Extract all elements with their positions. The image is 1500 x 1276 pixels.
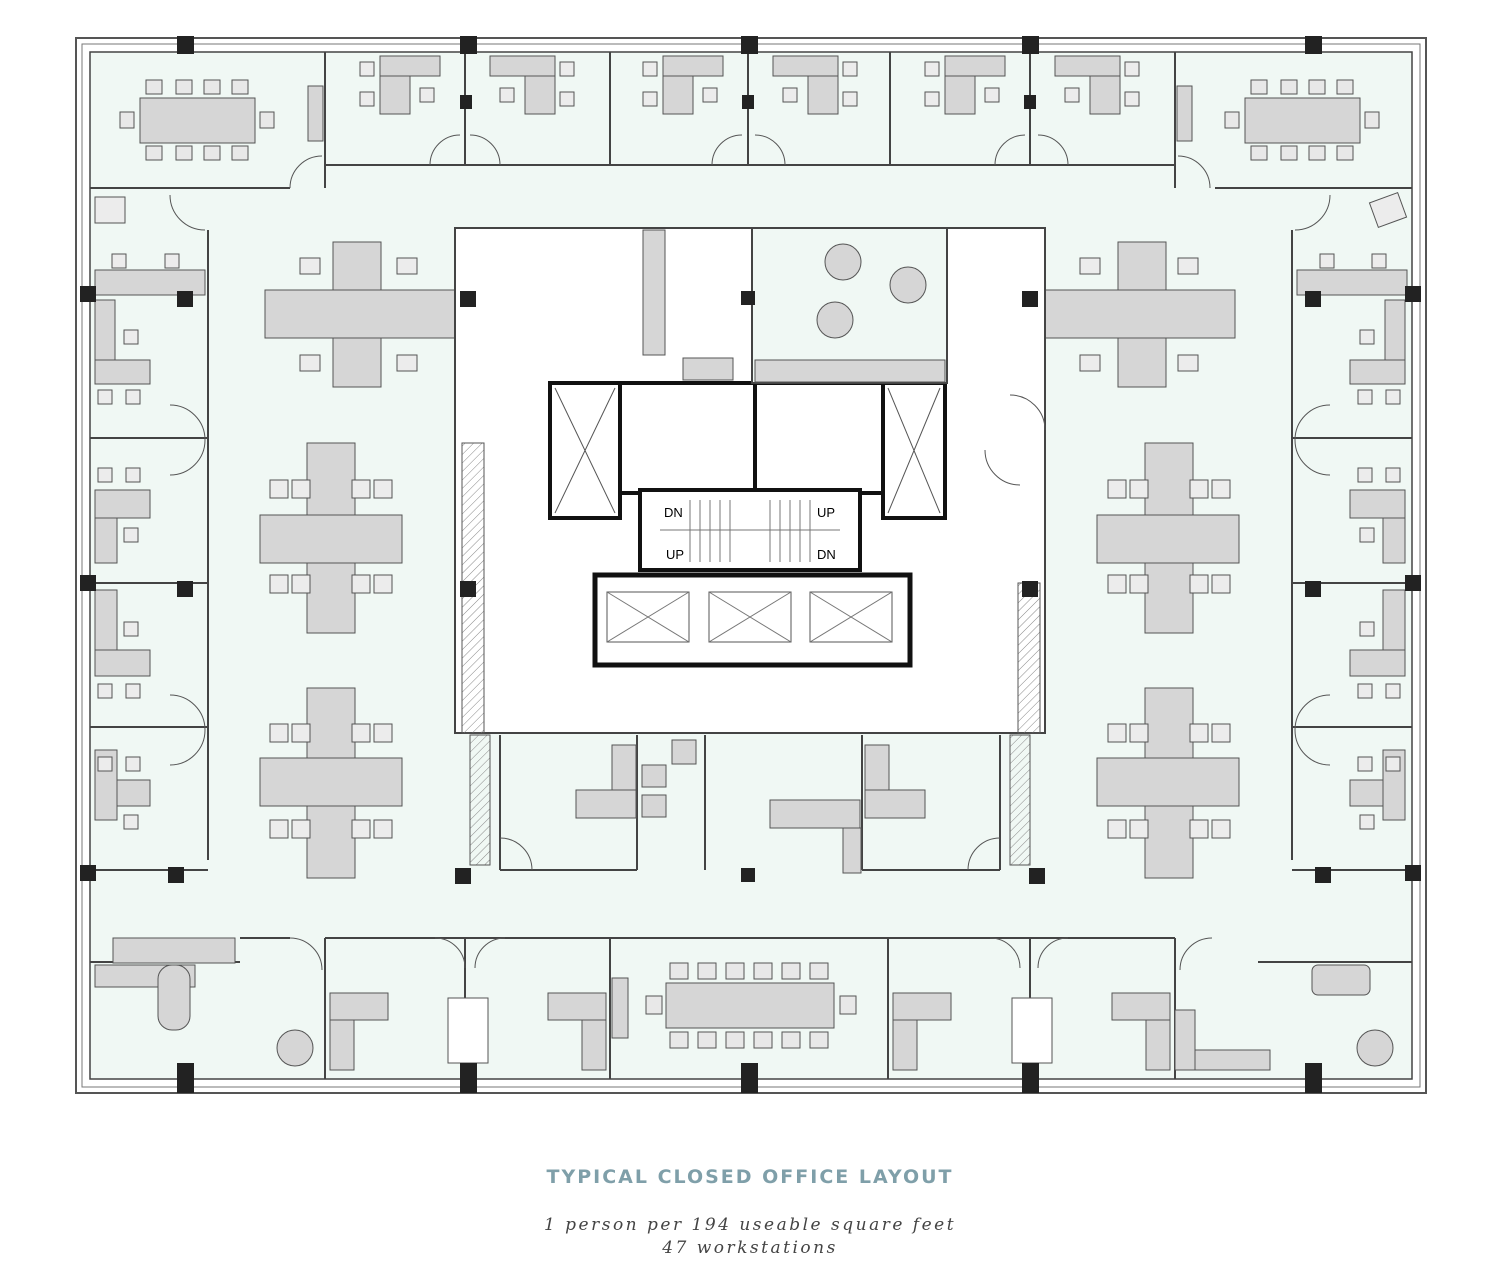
plan-workstation-count: 47 workstations	[662, 1238, 838, 1258]
stair-labels: DN UP UP DN	[664, 505, 836, 562]
workstation-clusters	[259, 241, 1240, 879]
top-office-desks	[379, 55, 1121, 115]
bottom-conference	[611, 962, 857, 1049]
workstation-chairs	[269, 257, 1231, 839]
structural-columns	[80, 36, 1421, 1093]
bottom-office-desks	[94, 937, 1271, 1071]
stair-label-up-lower: UP	[666, 547, 684, 562]
plan-density-note: 1 person per 194 useable square feet	[543, 1215, 957, 1235]
conference-room-top-left	[119, 79, 324, 161]
plan-title: TYPICAL CLOSED OFFICE LAYOUT	[546, 1166, 954, 1188]
stair-label-dn-upper: DN	[664, 505, 683, 520]
stair-label-up-upper: UP	[817, 505, 835, 520]
left-office-chairs	[94, 196, 180, 830]
stair-label-dn-lower: DN	[817, 547, 836, 562]
door-swings-misc	[169, 194, 1331, 971]
right-office-chairs	[1319, 192, 1408, 830]
bottom-lounge-tables	[276, 964, 1394, 1067]
left-offices-walls	[90, 230, 209, 871]
building-core	[454, 227, 1046, 734]
conference-room-top-right	[1176, 79, 1380, 161]
door-swings-top	[289, 134, 1211, 189]
top-office-chairs	[359, 61, 1140, 107]
lower-core-offices	[469, 734, 1031, 874]
floor-plan: DN UP UP DN	[75, 36, 1427, 1094]
